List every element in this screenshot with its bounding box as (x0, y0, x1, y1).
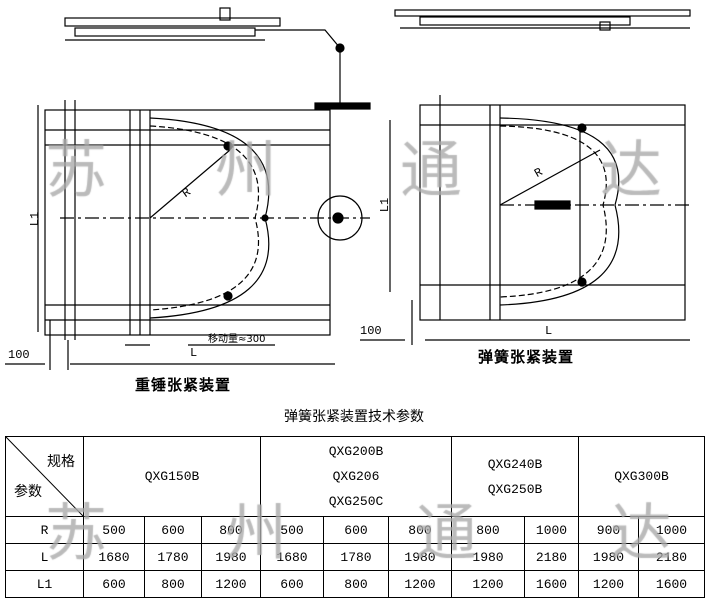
model-label: QXG200B (328, 444, 384, 459)
right-drawing-title: 弹簧张紧装置 (478, 348, 575, 366)
left-drawing-title: 重锤张紧装置 (135, 376, 232, 394)
table-cell: 2180 (524, 543, 579, 571)
table-cell: 800 (451, 516, 525, 544)
model-label: QXG250C (328, 494, 384, 509)
model-label: QXG206 (332, 469, 380, 484)
model-label: QXG150B (144, 469, 200, 484)
table-cell: 1780 (323, 543, 389, 571)
table-cell: 1780 (144, 543, 202, 571)
model-label: QXG300B (614, 469, 669, 484)
table-cell: 1200 (451, 570, 525, 598)
table-cell: 1980 (578, 543, 639, 571)
table-cell: 800 (323, 570, 389, 598)
table-cell: 800 (144, 570, 202, 598)
model-label: QXG250B (487, 481, 543, 497)
table-cell: 1200 (388, 570, 452, 598)
table-cell: 1680 (260, 543, 324, 571)
table-cell: 500 (260, 516, 324, 544)
table-cell: 500 (83, 516, 145, 544)
dim-l1-right: L1 (378, 197, 393, 213)
table-cell: 1200 (578, 570, 639, 598)
table-cell: 1980 (388, 543, 452, 571)
dim-100-left: 100 (8, 348, 30, 362)
table-cell: 1680 (83, 543, 145, 571)
table-cell: 1600 (524, 570, 579, 598)
table-cell: 1980 (201, 543, 261, 571)
dim-l-right: L (545, 324, 553, 338)
row-label: L (5, 543, 84, 571)
dim-100-right: 100 (360, 324, 382, 338)
travel-annotation: 移动量≈300 (208, 334, 266, 345)
row-label: L1 (5, 570, 84, 598)
spring-tensioner-drawing (360, 9, 692, 345)
table-cell: 600 (144, 516, 202, 544)
table-cell: 600 (260, 570, 324, 598)
table-cell: 1000 (638, 516, 705, 544)
corner-bottom-label: 参数 (14, 484, 42, 500)
corner-top-label: 规格 (47, 454, 75, 470)
group-header: QXG240B QXG250B (451, 436, 579, 517)
diagonal-line (6, 437, 83, 516)
table-cell: 1000 (524, 516, 579, 544)
table-cell: 600 (323, 516, 389, 544)
dim-l1-left: L1 (28, 211, 43, 227)
table-cell: 900 (578, 516, 639, 544)
table-cell: 1600 (638, 570, 705, 598)
table-title: 弹簧张紧装置技术参数 (284, 409, 424, 425)
row-label: R (5, 516, 84, 544)
table-cell: 1980 (451, 543, 525, 571)
corner-cell: 规格 参数 (5, 436, 84, 517)
table-cell: 1200 (201, 570, 261, 598)
dim-l-left: L (190, 346, 198, 360)
group-header: QXG300B (578, 436, 705, 517)
model-label: QXG240B (487, 456, 543, 472)
table-cell: 2180 (638, 543, 705, 571)
group-header: QXG150B (83, 436, 261, 517)
table-cell: 800 (201, 516, 261, 544)
table-cell: 800 (388, 516, 452, 544)
technical-drawing (5, 7, 692, 370)
table-cell: 600 (83, 570, 145, 598)
